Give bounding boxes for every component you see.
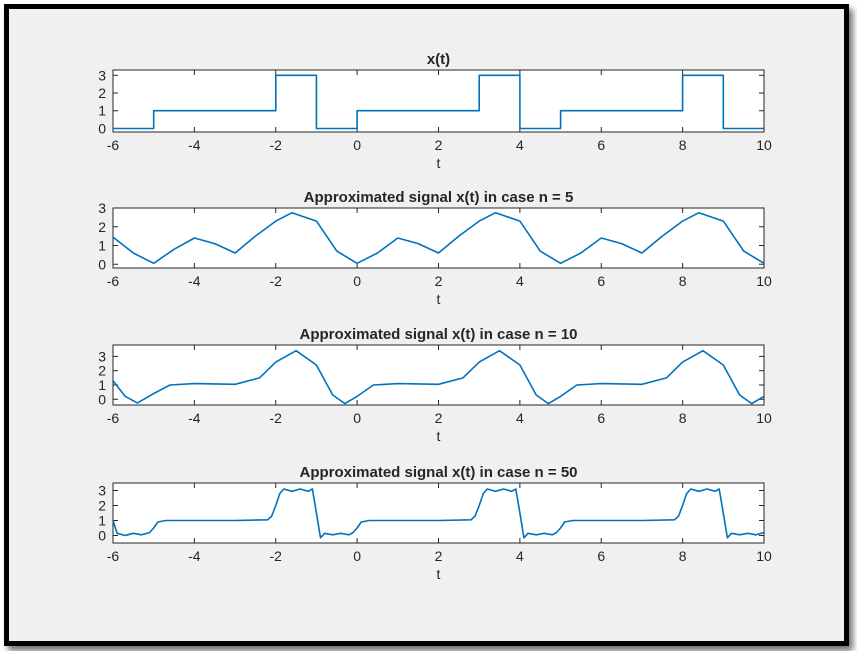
y-tick-label: 1 [98,513,106,529]
y-tick-label: 0 [98,256,106,272]
x-axis-label: t [437,155,441,171]
x-axis-label: t [437,428,441,444]
x-tick-label: -2 [270,137,283,153]
y-tick-label: 0 [98,120,106,136]
x-tick-label: 10 [756,273,772,289]
y-tick-label: 1 [98,103,106,119]
y-tick-label: 3 [98,483,106,499]
x-tick-label: 8 [679,548,687,564]
x-tick-label: 4 [516,548,524,564]
x-tick-label: 8 [679,137,687,153]
x-tick-label: 4 [516,410,524,426]
x-tick-label: 6 [597,273,605,289]
subplot-title: Approximated signal x(t) in case n = 10 [300,326,578,343]
x-tick-label: 2 [435,548,443,564]
x-tick-label: 2 [435,273,443,289]
subplot-title: x(t) [427,51,450,68]
x-tick-label: 10 [756,548,772,564]
x-tick-label: -4 [188,410,201,426]
x-tick-label: -2 [270,273,283,289]
y-tick-label: 1 [98,238,106,254]
y-tick-label: 3 [98,67,106,83]
x-tick-label: 4 [516,273,524,289]
x-tick-label: 6 [597,137,605,153]
y-tick-label: 1 [98,377,106,393]
x-tick-label: -6 [107,410,120,426]
x-tick-label: 0 [353,548,361,564]
x-tick-label: 8 [679,410,687,426]
axes-box [113,345,764,405]
x-tick-label: 6 [597,410,605,426]
x-tick-label: -4 [188,273,201,289]
subplot-2: -6 -4 -2 0 2 4 6 8 10 0 1 2 3 Approximated signal x(t… [98,189,772,307]
y-tick-label: 2 [98,85,106,101]
y-tick-label: 3 [98,200,106,216]
x-tick-label: -2 [270,548,283,564]
x-tick-label: 6 [597,548,605,564]
x-tick-label: -4 [188,548,201,564]
x-tick-label: 2 [435,410,443,426]
x-axis-label: t [437,566,441,582]
subplot-title: Approximated signal x(t) in case n = 5 [304,189,574,206]
x-tick-label: 8 [679,273,687,289]
x-tick-label: -4 [188,137,201,153]
x-tick-label: -6 [107,548,120,564]
y-tick-label: 0 [98,528,106,544]
x-axis-label: t [437,291,441,307]
axes-box [113,208,764,268]
x-tick-label: 2 [435,137,443,153]
x-tick-label: -6 [107,273,120,289]
y-tick-label: 2 [98,498,106,514]
y-tick-label: 2 [98,219,106,235]
y-tick-label: 0 [98,391,106,407]
x-tick-label: 0 [353,273,361,289]
x-tick-label: -6 [107,137,120,153]
x-tick-label: 0 [353,410,361,426]
x-tick-label: 10 [756,137,772,153]
axes-box [113,483,764,543]
axes-box [113,70,764,132]
x-tick-label: 0 [353,137,361,153]
subplot-title: Approximated signal x(t) in case n = 50 [300,464,578,481]
x-tick-label: 4 [516,137,524,153]
x-tick-label: -2 [270,410,283,426]
y-tick-label: 2 [98,363,106,379]
x-tick-label: 10 [756,410,772,426]
y-tick-label: 3 [98,348,106,364]
